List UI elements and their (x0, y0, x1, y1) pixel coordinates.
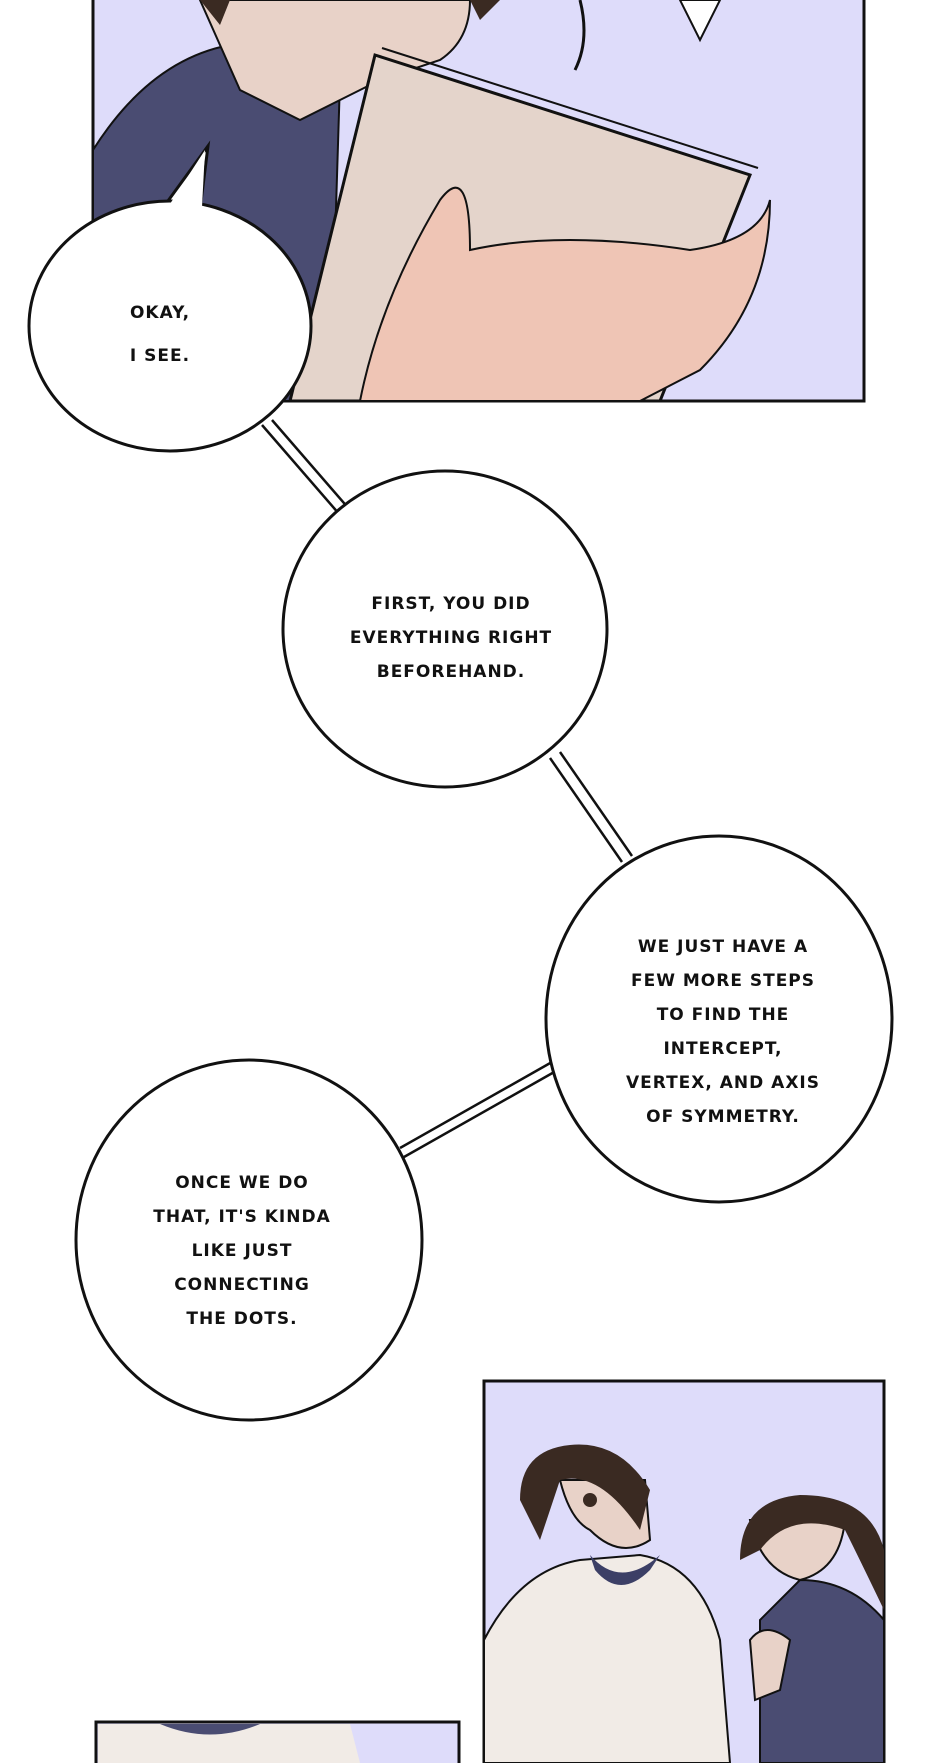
speech-bubble-okay: OKAY, I SEE. (27, 140, 313, 453)
bubble-connectors (261, 419, 634, 1159)
bubble-text-line: TO FIND THE (657, 1005, 790, 1025)
character-right-hoodie (759, 1578, 885, 1763)
speech-bubble-first: FIRST, YOU DID EVERYTHING RIGHT BEFOREHA… (281, 469, 609, 789)
bubble-text-line: OF SYMMETRY. (646, 1107, 800, 1127)
bubble-text-line: OKAY, (130, 303, 190, 323)
character-left-hair (520, 1444, 650, 1540)
bubble-text-line: EVERYTHING RIGHT (350, 628, 552, 648)
bubble-text-line: LIKE JUST (192, 1241, 293, 1261)
character-neck (198, 0, 472, 122)
panel-two-characters (482, 1379, 886, 1763)
speech-bubble-steps: WE JUST HAVE A FEW MORE STEPS TO FIND TH… (544, 834, 894, 1204)
character-right-hair (740, 1495, 884, 1610)
bubble-text-line: FEW MORE STEPS (631, 971, 815, 991)
bubble-text-line: THE DOTS. (186, 1309, 297, 1329)
bubble-text-line: THAT, IT'S KINDA (153, 1207, 331, 1227)
bubble-text-line: WE JUST HAVE A (638, 937, 808, 957)
bubble-text-line: ONCE WE DO (175, 1173, 309, 1193)
speech-bubble-connect-dots: ONCE WE DO THAT, IT'S KINDA LIKE JUST CO… (74, 1058, 424, 1422)
bubble-text-line: BEFOREHAND. (377, 662, 526, 682)
bubble-text-line: I SEE. (130, 346, 190, 366)
character-left-sweater (483, 1553, 732, 1763)
bubble-text-line: CONNECTING (174, 1275, 310, 1295)
hand (358, 186, 771, 402)
panel-partial-bottom (94, 1720, 461, 1763)
bubble-text-line: VERTEX, AND AXIS (626, 1073, 820, 1093)
bubble-text-line: INTERCEPT, (663, 1039, 782, 1059)
bubble-text-line: FIRST, YOU DID (371, 594, 530, 614)
